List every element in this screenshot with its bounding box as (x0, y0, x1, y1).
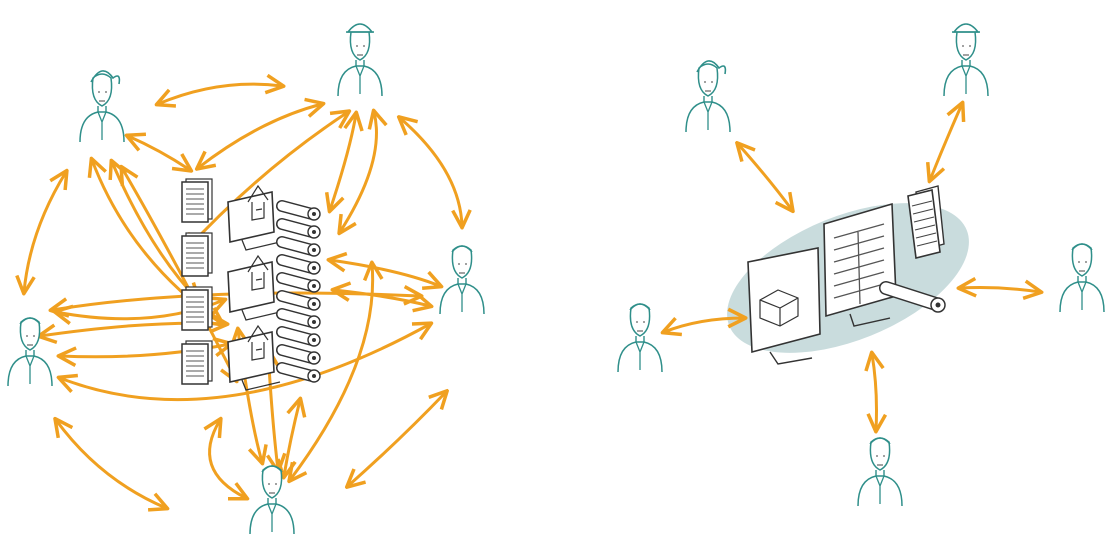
hub-drawing-roll (879, 281, 946, 313)
man-icon (857, 437, 903, 507)
monitor-icon (227, 254, 281, 321)
double-arrow-icon (337, 108, 388, 236)
double-arrow-icon (864, 350, 888, 434)
man-icon (1059, 243, 1105, 313)
drawing-roll-icon (276, 200, 321, 221)
double-arrow-icon (119, 164, 239, 384)
man-icon (617, 303, 663, 373)
drawing-roll-icon (276, 254, 321, 275)
man-icon (439, 245, 485, 315)
double-arrow-icon (276, 396, 307, 480)
left-document-stacks (181, 178, 213, 385)
woman-icon (79, 70, 125, 143)
double-arrow-icon (660, 307, 748, 337)
drawing-roll-icon (276, 326, 321, 347)
double-arrow-icon (53, 416, 170, 512)
chaotic-collaboration-diagram (7, 23, 485, 535)
double-arrow-icon (15, 168, 69, 296)
drawing-roll-icon (276, 362, 321, 383)
drawing-roll-icon (276, 236, 321, 257)
double-arrow-icon (330, 281, 434, 313)
double-arrow-icon (735, 140, 795, 214)
document-stack-icon (181, 340, 213, 385)
double-arrow-icon (326, 251, 444, 291)
double-arrow-icon (124, 132, 194, 173)
left-monitors (227, 184, 281, 391)
monitor-icon (227, 324, 281, 391)
hard-hat-worker-icon (943, 23, 989, 97)
centralized-collaboration-diagram (617, 23, 1105, 507)
drawing-roll-icon (276, 308, 321, 329)
hub-left-screen (747, 247, 821, 365)
left-drawing-rolls (276, 200, 321, 383)
document-stack-icon (181, 178, 213, 223)
double-arrow-icon (287, 260, 384, 484)
drawing-roll-icon (276, 272, 321, 293)
hub-document-stack (907, 185, 945, 259)
document-stack-icon (181, 232, 213, 277)
document-stack-icon (181, 286, 213, 331)
double-arrow-icon (925, 100, 966, 184)
double-arrow-icon (344, 388, 449, 489)
man-icon (7, 317, 53, 387)
double-arrow-icon (203, 416, 250, 501)
drawing-roll-icon (276, 290, 321, 311)
hard-hat-worker-icon (337, 23, 383, 97)
man-icon (249, 465, 295, 535)
drawing-roll-icon (276, 344, 321, 365)
left-people (7, 23, 485, 535)
drawing-roll-icon (276, 218, 321, 239)
double-arrow-icon (956, 276, 1044, 300)
double-arrow-icon (324, 110, 364, 214)
double-arrow-icon (154, 73, 286, 108)
double-arrow-icon (194, 97, 326, 171)
right-people (617, 23, 1105, 507)
right-communication-arrows (660, 100, 1044, 434)
double-arrow-icon (396, 115, 472, 230)
monitor-icon (227, 184, 281, 251)
woman-icon (685, 60, 731, 133)
